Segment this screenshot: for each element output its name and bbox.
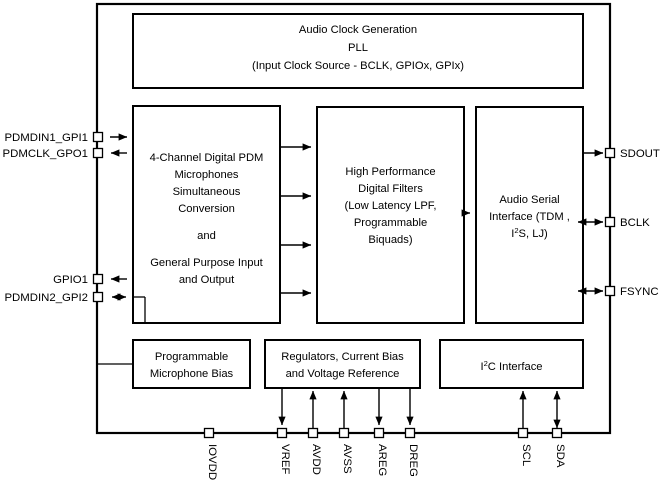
pll-block-line-2: PLL xyxy=(348,42,368,54)
pin-box-dreg[interactable] xyxy=(404,427,416,439)
digital-filters-block[interactable] xyxy=(316,106,465,324)
pin-label-iovdd: IOVDD xyxy=(206,444,218,480)
pin-box-sdout[interactable] xyxy=(604,147,616,159)
pdm-block-line-and: and xyxy=(197,230,216,242)
pdm-block-line-2: Microphones xyxy=(174,169,238,181)
pdm-block-line-5: General Purpose Input xyxy=(150,257,263,269)
pin-label-pdmdin1-gpi1: PDMDIN1_GPI1 xyxy=(4,132,88,144)
pin-box-pdmclk-gpo1[interactable] xyxy=(92,147,104,159)
pin-label-pdmclk-gpo1: PDMCLK_GPO1 xyxy=(3,148,88,160)
audio-serial-interface-block[interactable] xyxy=(475,106,584,324)
pin-box-fsync[interactable] xyxy=(604,285,616,297)
pdm-block-line-6: and Output xyxy=(179,274,235,286)
pin-label-vref: VREF xyxy=(279,444,291,474)
filters-block-line-1: High Performance xyxy=(345,166,435,178)
micbias-block-line-1: Programmable xyxy=(155,351,228,363)
pin-box-scl[interactable] xyxy=(517,427,529,439)
programmable-microphone-bias-block[interactable] xyxy=(132,339,251,389)
pdm-block-line-1: 4-Channel Digital PDM xyxy=(150,152,264,164)
pin-box-gpio1[interactable] xyxy=(92,273,104,285)
i2c-block-line-1: I2C Interface xyxy=(480,359,542,373)
pin-box-areg[interactable] xyxy=(373,427,385,439)
pin-box-vref[interactable] xyxy=(276,427,288,439)
pin-box-avss[interactable] xyxy=(338,427,350,439)
pin-label-scl: SCL xyxy=(520,444,532,466)
asi-block-line-3: I2S, LJ) xyxy=(511,226,548,240)
pdm-block-line-4: Conversion xyxy=(178,203,235,215)
pin-box-pdmdin1-gpi1[interactable] xyxy=(92,131,104,143)
filters-block-line-5: Biquads) xyxy=(368,234,412,246)
pin-label-fsync: FSYNC xyxy=(620,286,659,298)
filters-block-line-3: (Low Latency LPF, xyxy=(344,200,436,212)
i2c-interface-block[interactable] xyxy=(439,339,584,389)
audio-clock-generation-block[interactable] xyxy=(132,13,584,89)
micbias-block-line-2: Microphone Bias xyxy=(150,368,234,380)
asi-block-line-2: Interface (TDM , xyxy=(489,211,570,223)
pin-label-areg: AREG xyxy=(376,444,388,476)
pin-box-iovdd[interactable] xyxy=(203,427,215,439)
pin-label-avss: AVSS xyxy=(341,444,353,474)
regulators-block[interactable] xyxy=(264,339,421,389)
pin-label-bclk: BCLK xyxy=(620,217,650,229)
pdm-microphones-block[interactable] xyxy=(132,105,281,324)
asi-block-line-1: Audio Serial xyxy=(499,194,559,206)
pll-block-line-1: Audio Clock Generation xyxy=(299,24,417,36)
pdm-block-line-3: Simultaneous xyxy=(173,186,241,198)
regulators-block-line-2: and Voltage Reference xyxy=(286,368,400,380)
pin-box-bclk[interactable] xyxy=(604,216,616,228)
pin-label-gpio1: GPIO1 xyxy=(53,274,88,286)
pin-box-avdd[interactable] xyxy=(307,427,319,439)
pin-box-pdmdin2-gpi2[interactable] xyxy=(92,291,104,303)
filters-block-line-2: Digital Filters xyxy=(358,183,423,195)
pll-block-line-3: (Input Clock Source - BCLK, GPIOx, GPIx) xyxy=(252,60,464,72)
regulators-block-line-1: Regulators, Current Bias xyxy=(281,351,404,363)
pin-label-sda: SDA xyxy=(554,444,566,468)
pin-label-pdmdin2-gpi2: PDMDIN2_GPI2 xyxy=(4,292,88,304)
pin-box-sda[interactable] xyxy=(551,427,563,439)
pin-label-sdout: SDOUT xyxy=(620,148,660,160)
pin-label-dreg: DREG xyxy=(407,444,419,477)
pin-label-avdd: AVDD xyxy=(310,444,322,475)
filters-block-line-4: Programmable xyxy=(354,217,427,229)
